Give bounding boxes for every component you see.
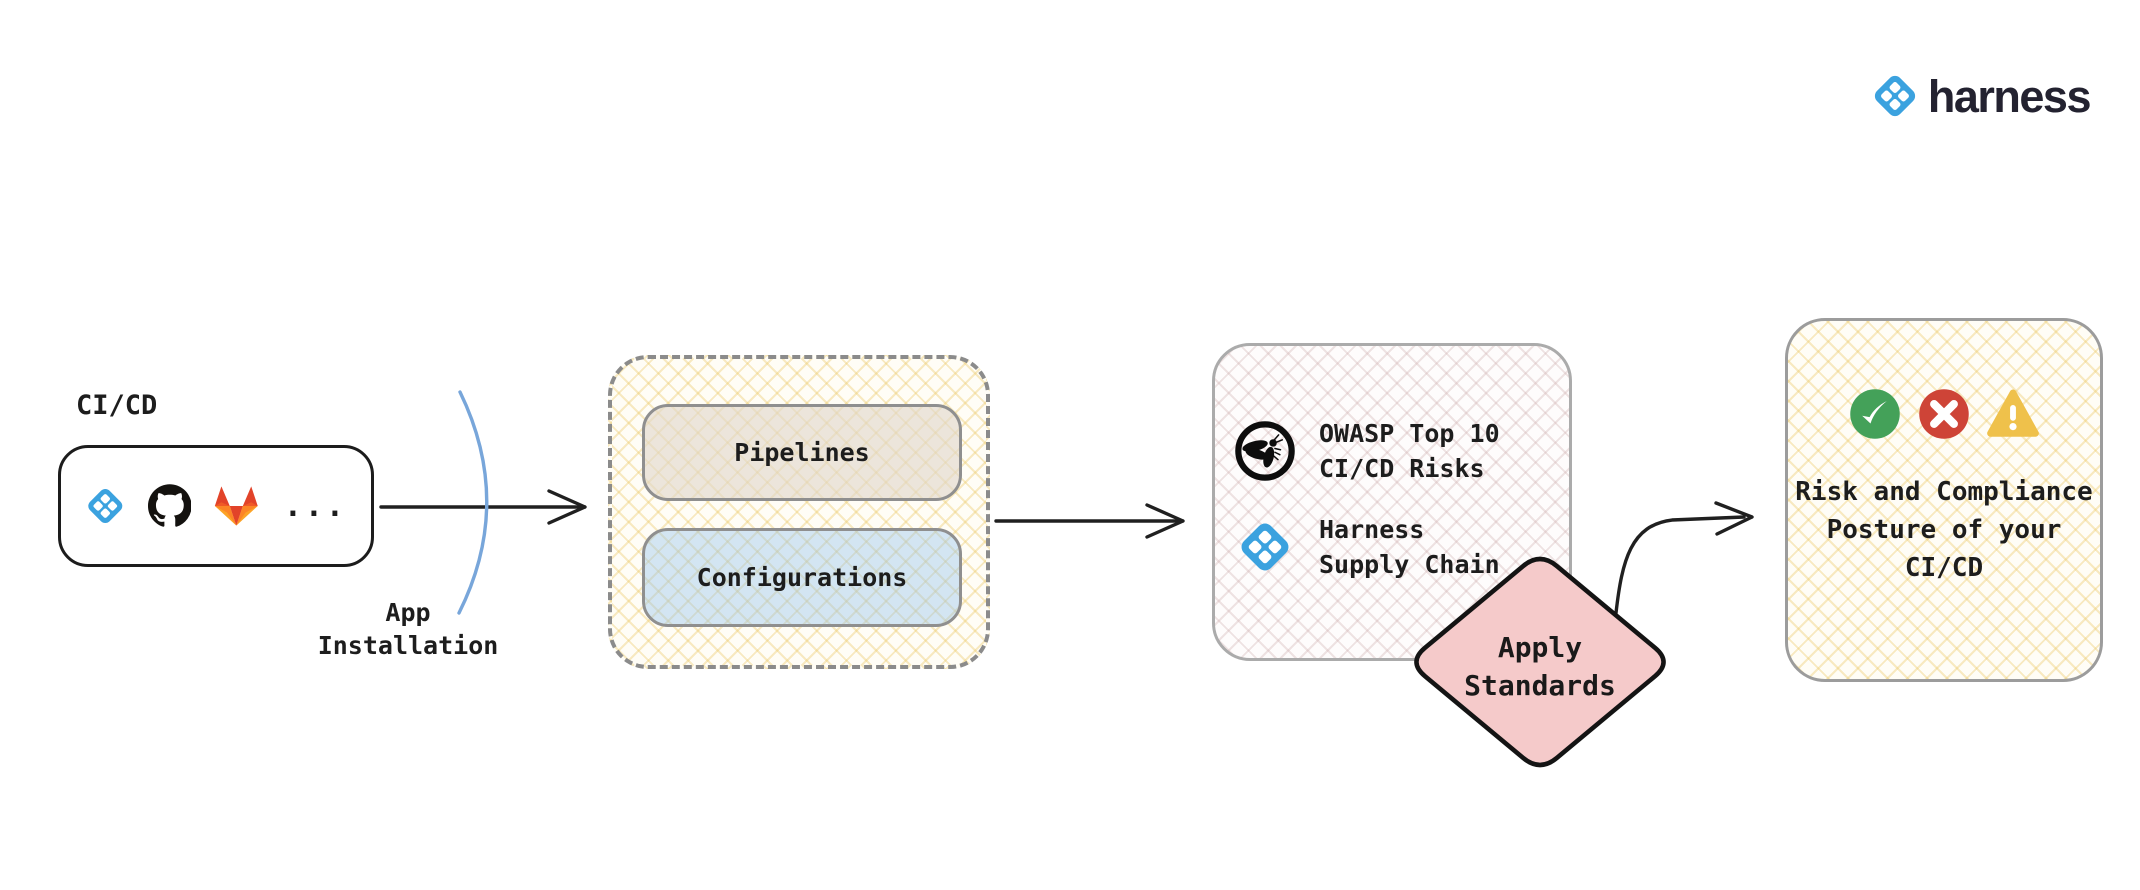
harness-logo-icon xyxy=(1874,75,1915,117)
owasp-icon xyxy=(1233,420,1297,482)
configurations-label: Configurations xyxy=(696,563,908,592)
harness-line1: Harness xyxy=(1319,515,1425,544)
source-label: CI/CD xyxy=(76,390,158,421)
harness-logo: harness xyxy=(1871,70,2092,122)
app-installation-line1: App xyxy=(385,598,431,627)
decision-line1: Apply xyxy=(1497,631,1583,664)
standards-item-harness: Harness Supply Chain xyxy=(1233,512,1569,582)
check-icon xyxy=(1850,389,1900,439)
standards-item-text: Harness Supply Chain xyxy=(1319,512,1500,582)
arrow-source-to-group-head xyxy=(547,489,587,525)
result-line3: CI/CD xyxy=(1904,553,1984,583)
github-icon xyxy=(147,484,192,527)
harness-icon xyxy=(88,489,123,523)
cross-icon xyxy=(1919,389,1969,439)
arrow-group-to-standards-head xyxy=(1145,503,1185,539)
decision-diamond-shape xyxy=(1414,556,1666,768)
owasp-line1: OWASP Top 10 xyxy=(1319,419,1500,448)
installation-group-box: Pipelines Configurations xyxy=(608,355,990,669)
result-line1: Risk and Compliance xyxy=(1795,477,2093,507)
result-text: Risk and Compliance Posture of your CI/C… xyxy=(1788,473,2100,587)
decision-line2: Standards xyxy=(1464,669,1616,702)
app-installation-label: App Installation xyxy=(298,596,518,662)
app-installation-line2: Installation xyxy=(317,631,499,660)
arrow-decision-to-result xyxy=(1614,515,1746,615)
warning-icon xyxy=(1987,389,2039,437)
configurations-node: Configurations xyxy=(642,528,962,627)
result-line2: Posture of your xyxy=(1826,515,2062,545)
harness-line2: Supply Chain xyxy=(1319,550,1500,579)
decision-diamond xyxy=(1414,556,1666,768)
status-icons-row xyxy=(1788,387,2100,441)
harness-logo-text: harness xyxy=(1927,70,2092,122)
result-box: Risk and Compliance Posture of your CI/C… xyxy=(1785,318,2103,682)
gitlab-icon xyxy=(215,486,258,526)
owasp-line2: CI/CD Risks xyxy=(1319,454,1485,483)
more-tools-ellipsis: ... xyxy=(283,488,347,524)
harness-icon xyxy=(1233,519,1297,575)
standards-item-text: OWASP Top 10 CI/CD Risks xyxy=(1319,416,1500,486)
pipelines-node: Pipelines xyxy=(642,404,962,501)
source-box: ... xyxy=(58,445,374,567)
standards-item-owasp: OWASP Top 10 CI/CD Risks xyxy=(1233,416,1569,486)
pipelines-label: Pipelines xyxy=(734,438,870,467)
app-installation-arc xyxy=(457,390,489,615)
arrow-decision-to-result-head xyxy=(1714,501,1754,536)
decision-label: Apply Standards xyxy=(1408,629,1672,705)
